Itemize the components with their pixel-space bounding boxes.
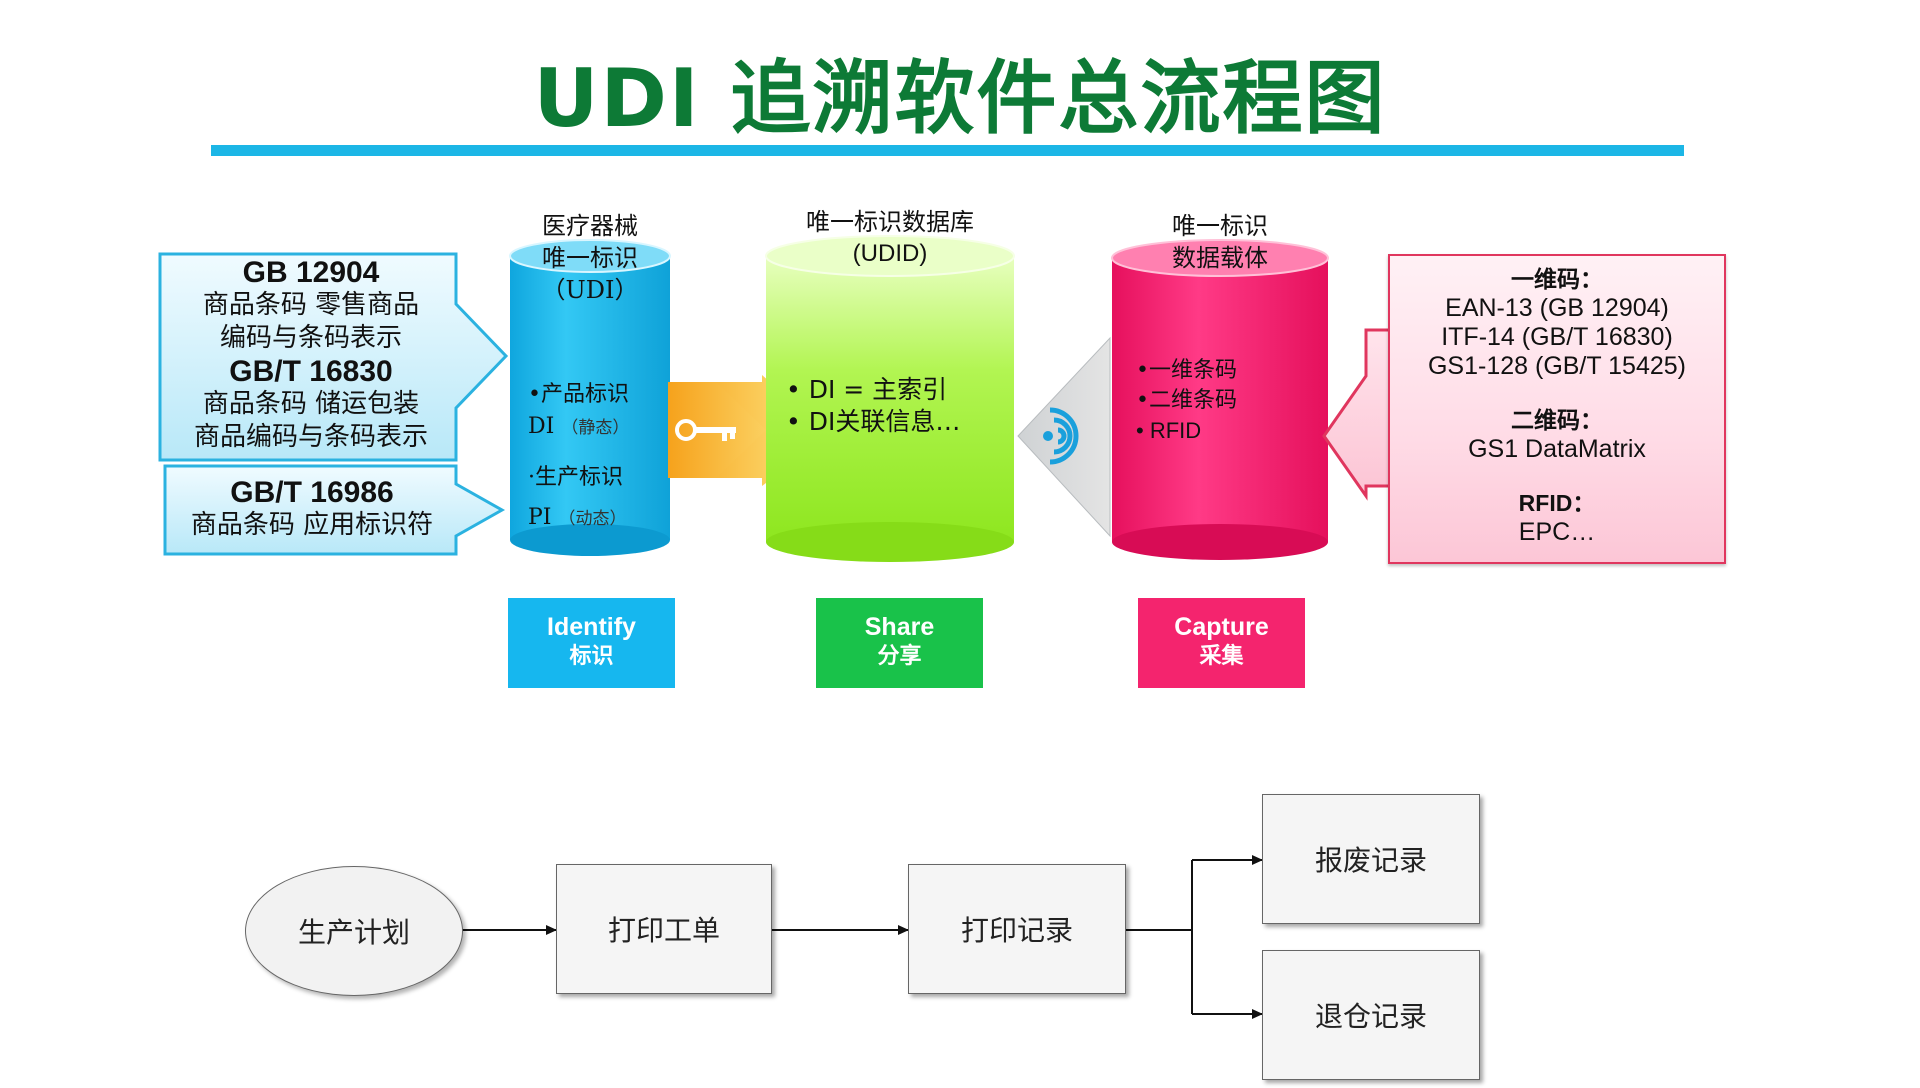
standards-heading-rfid: RFID： [1518,490,1596,516]
carrier-cylinder [1111,239,1329,560]
udi-bullets: •产品标识 DI （静态） ·生产标识 PI （动态） [528,380,668,534]
callout-2-text: GB/T 16986 商品条码 应用标识符 [168,476,456,542]
callout-std: GB/T 16986 [230,476,394,509]
udid-cylinder [765,235,1015,562]
pink-arrow [1322,328,1392,501]
tile-capture: Capture 采集 [1138,598,1305,688]
tile-label-en: Share [864,613,935,641]
callout-1-text: GB 12904 商品条码 零售商品 编码与条码表示 GB/T 16830 商品… [166,256,456,454]
udid-heading: 唯一标识数据库 (UDID) [766,206,1014,270]
udi-di-note: （静态） [561,418,630,438]
udid-heading-line: (UDID) [852,240,928,267]
carrier-bullet-rfid: • RFID [1136,418,1202,443]
udid-heading-line: 唯一标识数据库 [806,208,974,236]
callout-desc: 商品编码与条码表示 [193,422,428,452]
callout-desc: 编码与条码表示 [219,323,402,353]
standards-heading-2d: 二维码： [1511,407,1603,433]
udid-bullets: • DI = 主索引 • DI关联信息… [786,374,1006,438]
udi-bullet-product-id: •产品标识 [528,382,629,407]
tile-label-en: Identify [547,613,636,641]
udi-di: DI [528,414,555,439]
callout-std: GB 12904 [242,256,380,289]
udi-pi-note: （动态） [558,509,627,529]
carrier-standards-box: 一维码： EAN-13 (GB 12904) ITF-14 (GB/T 1683… [1388,254,1726,564]
udi-bullet-production-id: ·生产标识 [528,465,623,490]
udid-bullet-index: • DI = 主索引 [786,375,948,404]
callout-desc: 商品条码 应用标识符 [190,510,434,540]
callout-arrow-1 [158,252,509,462]
udid-bullet-info: • DI关联信息… [786,407,961,436]
flow-node-print-order: 打印工单 [556,864,772,994]
udi-heading-line: （UDI） [541,276,639,304]
tile-label-cn: 采集 [1199,644,1244,669]
tile-label-en: Capture [1174,613,1269,641]
flow-start-node: 生产计划 [245,866,463,996]
callout-desc: 商品条码 零售商品 [202,290,420,320]
udi-cylinder [509,239,671,556]
carrier-heading-line: 数据载体 [1172,244,1268,272]
carrier-heading-line: 唯一标识 [1172,212,1268,240]
standards-line: EAN-13 (GB 12904) [1445,294,1669,322]
carrier-bullets: •一维条码 •二维条码 • RFID [1136,356,1316,446]
udi-heading: 医疗器械 唯一标识 （UDI） [510,210,670,306]
callout-desc: 商品条码 储运包装 [202,389,420,419]
callout-arrow-2 [163,464,506,556]
tile-label-cn: 分享 [877,644,922,669]
tile-label-cn: 标识 [569,644,614,669]
udi-heading-line: 医疗器械 [542,212,638,240]
carrier-bullet-1d: •一维条码 [1136,358,1237,383]
key-icon [675,419,736,441]
flow-node-print-record: 打印记录 [908,864,1126,994]
callout-std: GB/T 16830 [229,355,393,388]
standards-line: GS1 DataMatrix [1468,435,1646,463]
tile-share: Share 分享 [816,598,983,688]
standards-line: GS1-128 (GB/T 15425) [1427,352,1686,380]
tile-identify: Identify 标识 [508,598,675,688]
udi-heading-line: 唯一标识 [542,244,638,272]
page-title: UDI 追溯软件总流程图 [533,52,1387,145]
standards-line: EPC… [1518,518,1596,546]
flow-node-scrap-record: 报废记录 [1262,794,1480,924]
title-underline [211,145,1684,156]
carrier-bullet-2d: •二维条码 [1136,388,1237,413]
udi-pi: PI [528,505,552,530]
flow-node-return-record: 退仓记录 [1262,950,1480,1080]
standards-line: ITF-14 (GB/T 16830) [1441,323,1673,351]
wireless-signal-icon [1043,407,1079,465]
standards-heading-1d: 一维码： [1511,266,1603,292]
carrier-heading: 唯一标识 数据载体 [1112,210,1328,274]
